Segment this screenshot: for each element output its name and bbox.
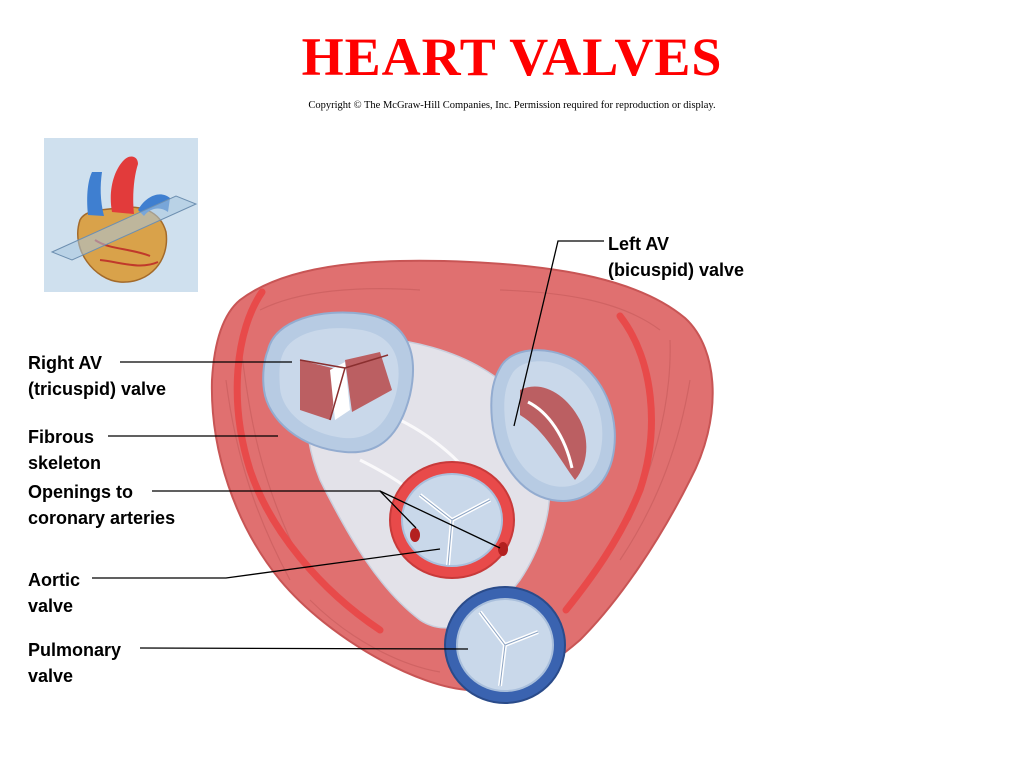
label-coronary-openings: Openings to coronary arteries (28, 482, 176, 528)
tricuspid-valve (262, 311, 414, 454)
leader-openings-2 (379, 490, 501, 549)
label-fibrous-skeleton: Fibrous skeleton (28, 427, 102, 473)
leader-pulmonary (139, 647, 469, 650)
left-coronary-artery (562, 312, 655, 614)
copyright-notice: Copyright © The McGraw-Hill Companies, I… (308, 100, 716, 111)
aortic-valve (389, 461, 515, 579)
leader-left-av (513, 240, 604, 427)
thumbnail-cut-plane (50, 195, 198, 261)
leader-aortic (92, 548, 441, 579)
label-aortic-valve: Aortic valve (28, 570, 81, 616)
coronary-opening-right (410, 528, 420, 542)
thumbnail-vena-cava (87, 172, 104, 216)
pulmonary-valve (444, 586, 566, 704)
right-coronary-artery (233, 288, 384, 634)
bicuspid-valve (490, 349, 616, 502)
slide-title: HEART VALVES (301, 27, 723, 87)
label-right-av-valve: Right AV (tricuspid) valve (28, 353, 167, 399)
label-left-av-valve: Left AV (bicuspid) valve (608, 234, 745, 280)
heart-thumbnail (44, 138, 198, 292)
coronary-opening-left (498, 542, 508, 556)
leader-lines (92, 240, 604, 650)
label-pulmonary-valve: Pulmonary valve (28, 640, 122, 686)
thumbnail-aorta (110, 156, 138, 214)
